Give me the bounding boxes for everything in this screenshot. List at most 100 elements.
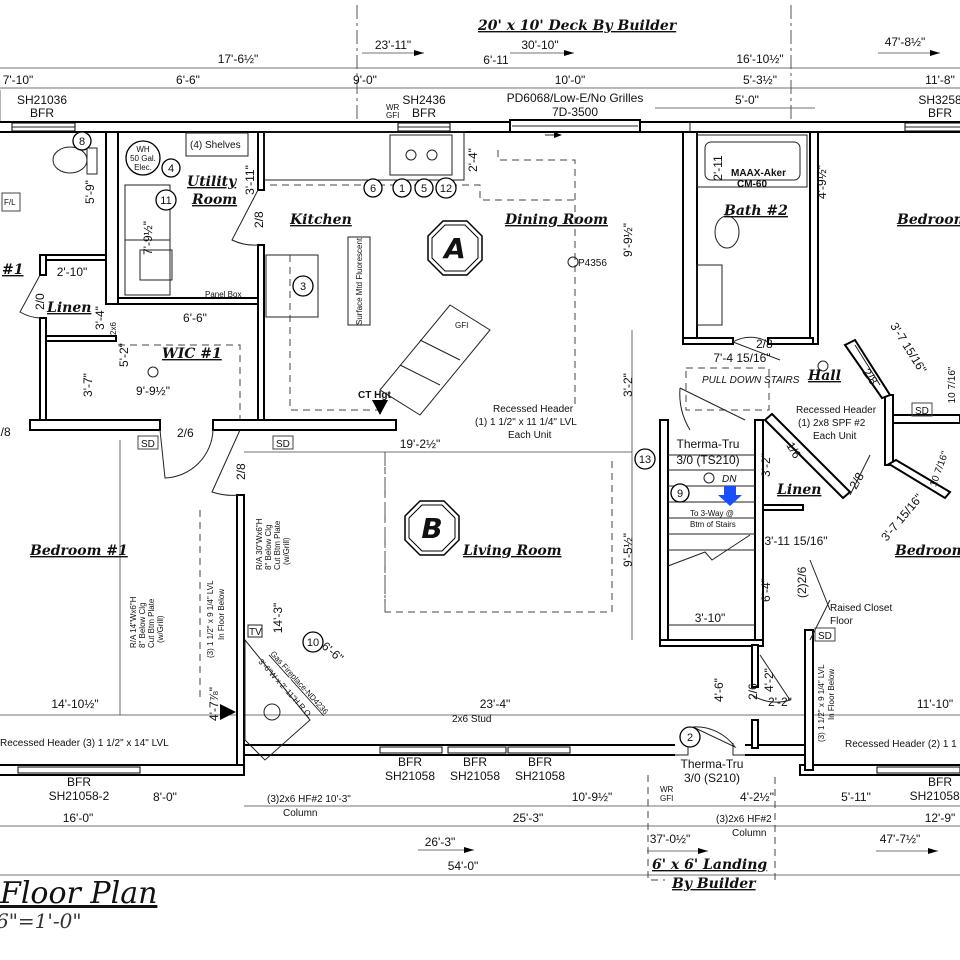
door-size-labels: 2/8 2/0 2/8 2/6 2/8 2/8 2/8 1/6 2/8 (2)2…: [0, 211, 881, 700]
note-ct-hgt: CT Hgt: [358, 390, 391, 401]
plan-scale: 6"=1'-0": [0, 909, 82, 933]
callout-3: 3: [300, 281, 306, 293]
note-header-3: Recessed Header (3) 1 1/2" x 14" LVL: [0, 738, 169, 749]
patio-door-type: PD6068/Low-E/No Grilles: [507, 91, 644, 105]
window-5-type: SH21058: [450, 769, 500, 783]
dimension-label: 6'-6": [183, 311, 207, 325]
room-bedroom-se: Bedroom: [894, 543, 960, 559]
ceiling-light-icon: [703, 472, 715, 484]
room-bedroom-1-partial: #1: [2, 262, 23, 278]
dimension-label: 11'-10": [917, 697, 953, 711]
dimension-label: 9'-5½": [621, 533, 635, 567]
note-header-1-c: Each Unit: [508, 430, 552, 441]
dimension-label: 25'-3": [513, 811, 544, 825]
walls: [0, 121, 960, 776]
patio-door-model: 7D-3500: [552, 105, 598, 119]
dimension-label: 3'-7 15/16": [878, 491, 926, 544]
dimension-label: 5'-3½": [743, 73, 777, 87]
dimension-label: 5'-11": [841, 790, 871, 804]
ceiling-light-icon: [147, 366, 159, 378]
dimension-label: 14'-10½": [51, 697, 98, 711]
window-2-type: SH2436: [402, 93, 446, 107]
dimension-label: 3'-2": [759, 453, 773, 477]
dimension-label: 10 7/16": [928, 450, 951, 489]
note-header-1-a: Recessed Header: [493, 404, 574, 415]
note-shelves: (4) Shelves: [190, 140, 241, 151]
door-swings: [19, 189, 881, 749]
dimension-label: 5'-2": [117, 343, 131, 367]
dimension-label: 2'-11: [711, 155, 725, 181]
callout-2: 2: [687, 732, 693, 744]
window-7-bfr: BFR: [67, 775, 91, 789]
room-dining: Dining Room: [504, 212, 608, 228]
note-header-1-b: (1) 1 1/2" x 11 1/4" LVL: [475, 417, 577, 428]
note-header-2-c: Each Unit: [813, 431, 857, 442]
note-ra14-4: (w/Grill): [156, 615, 165, 643]
dimension-label: 7'-9½": [141, 221, 155, 255]
note-wr-gfi-1: WR: [660, 785, 674, 794]
dimension-label: 23'-11": [375, 38, 411, 52]
window-3-bfr: BFR: [928, 106, 952, 120]
window-labels: SH21036 BFR SH2436 BFR PD6068/Low-E/No G…: [17, 91, 960, 803]
window-8-type: SH21058-2: [910, 789, 960, 803]
dimension-label: 8'-0": [153, 790, 177, 804]
dimension-label: 5'-9": [83, 180, 97, 204]
dashed-outlines: [118, 150, 776, 881]
dimension-label: 4'-2½": [740, 790, 774, 804]
dimension-label: 5'-0": [735, 93, 759, 107]
window-3-type: SH3258: [918, 93, 960, 107]
kitchen-island: [379, 304, 491, 416]
callout-6: 6: [370, 183, 376, 195]
floor-light-label: F/L: [4, 198, 16, 207]
dimension-label: 14'-3": [271, 603, 285, 634]
door-size: (2)2/6: [795, 566, 809, 598]
note-column-1-a: (3)2x6 HF#2 10'-3": [267, 794, 351, 805]
callout-12: 12: [440, 183, 452, 195]
note-wh-1: WH: [136, 145, 150, 154]
dimension-label: 3'-7 15/16": [887, 320, 929, 376]
note-fluorescent: Surface Mtd Fluorescent: [355, 237, 364, 325]
note-wr-gfi-top-2: GFI: [386, 111, 399, 120]
dimension-label: 4'-9½": [815, 165, 829, 199]
note-ra30-2: 8" Below Clg: [264, 524, 273, 570]
window-1-type: SH21036: [17, 93, 67, 107]
dimension-label: 2'-2": [768, 695, 792, 709]
note-tub-2: CM-60: [737, 179, 767, 190]
upper-door-brand: Therma-Tru: [677, 437, 740, 451]
dimension-label: 16'-10½": [736, 52, 783, 66]
window-4-type: SH21058: [385, 769, 435, 783]
dimension-label: 16'-0": [63, 811, 94, 825]
dimension-label: 17'-6½": [218, 52, 259, 66]
dimension-label: 4'-7⅞": [207, 687, 221, 721]
dimension-label: 9'-0": [353, 73, 377, 87]
plan-title: Floor Plan: [0, 876, 157, 911]
window-8-bfr: BFR: [928, 775, 952, 789]
callout-9: 9: [677, 488, 683, 500]
dimension-label: 9'-9½": [136, 384, 170, 398]
dimension-label: 10'-0": [555, 73, 586, 87]
dimension-label: 4'-6": [712, 678, 726, 702]
dimension-label: 19'-2½": [400, 437, 441, 451]
bathtub-icon: [696, 134, 808, 188]
dimension-label: 6'-6": [176, 73, 200, 87]
smoke-detector-label: SD: [141, 439, 155, 450]
callout-10: 10: [307, 637, 319, 649]
dimension-label: 26'-3": [425, 835, 456, 849]
window-openings: [11, 119, 960, 774]
room-labels: Utility Room Kitchen Dining Room Bath #2…: [2, 174, 960, 559]
dimension-labels: 23'-11" 30'-10" 47'-8½" 6'-11 17'-6½" 16…: [3, 35, 958, 873]
smoke-detector-label: SD: [276, 439, 290, 450]
room-marker-a: A: [427, 220, 483, 276]
note-p4356: P4356: [578, 258, 607, 269]
note-wr-gfi-top-1: WR: [386, 103, 400, 112]
callout-4: 4: [168, 163, 174, 175]
dimension-label: 9'-9½": [621, 223, 635, 257]
staircase: [667, 454, 755, 626]
room-living: Living Room: [462, 543, 562, 559]
dimension-label: 11'-8": [925, 73, 955, 87]
door-size: 2/8: [234, 463, 248, 480]
door-size: 2/8: [846, 470, 867, 492]
window-6-bfr: BFR: [528, 755, 552, 769]
marker-b-label: B: [421, 512, 442, 545]
door-size: 2/8: [252, 211, 266, 228]
